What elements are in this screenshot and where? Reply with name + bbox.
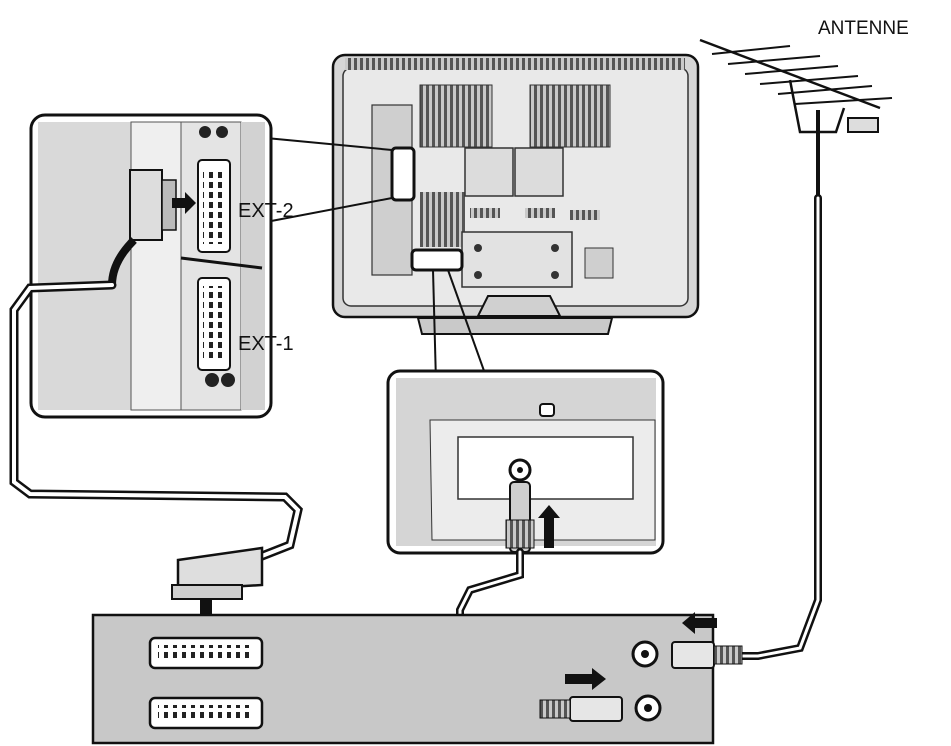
scart-plug xyxy=(171,546,264,600)
tv-rear xyxy=(331,53,700,335)
recorder xyxy=(91,613,743,745)
scart-socket-icon xyxy=(148,696,264,730)
ext1-label: EXT-1 xyxy=(238,333,294,355)
scart-inset xyxy=(29,113,273,419)
arrow-icon xyxy=(172,192,196,214)
rf-inset xyxy=(386,369,665,555)
arrow-icon xyxy=(565,668,606,690)
arrow-icon xyxy=(682,612,717,634)
scart-socket-icon xyxy=(148,636,264,670)
arrow-icon xyxy=(538,505,560,548)
rf-socket-icon xyxy=(631,640,659,668)
callout-lines xyxy=(265,137,489,383)
ext2-label: EXT-2 xyxy=(238,200,294,222)
antenna-label: ANTENNE xyxy=(818,18,909,39)
antenna-icon xyxy=(699,38,893,198)
rf-socket-icon xyxy=(634,694,662,722)
